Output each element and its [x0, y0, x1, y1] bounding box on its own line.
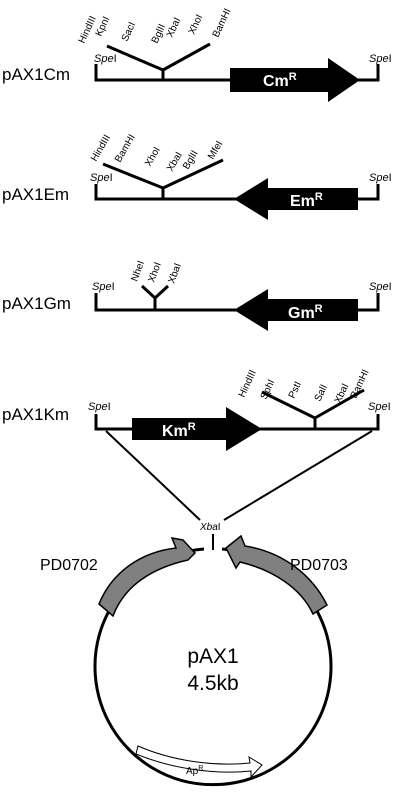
spei-site-right: SpeI — [369, 281, 392, 293]
amp-resistance-label: ApR — [186, 765, 203, 777]
construct-name: pAX1Em — [2, 185, 69, 204]
cm-gene-label: CmR — [263, 71, 297, 90]
pd0703-label: PD0703 — [290, 557, 348, 574]
mcs-site-label: BamHI — [349, 368, 372, 400]
mcs-site-labels: HindIII KpnI SacI BglII XbaI XhoI BamHI — [77, 7, 234, 45]
plasmid-size: 4.5kb — [187, 672, 238, 695]
gm-resistance-arrow — [234, 289, 358, 331]
mcs-site-label: XbaI — [166, 262, 183, 285]
mcs-site-label: PstI — [287, 380, 304, 400]
mcs-branch — [106, 42, 211, 80]
plasmid-map: pAX1 4.5kb PD0702 PD0703 ApR — [40, 534, 348, 787]
cm-resistance-arrow — [230, 58, 360, 102]
spei-site-left: SpeI — [88, 401, 111, 413]
mcs-site-label: SacI — [120, 20, 138, 43]
spei-site-left: SpeI — [94, 53, 117, 65]
mcs-branch — [140, 284, 170, 310]
plasmid-name: pAX1 — [187, 645, 238, 668]
spei-site-left: SpeI — [92, 281, 115, 293]
pd0702-label: PD0702 — [40, 557, 98, 574]
mcs-branch — [102, 158, 224, 199]
mcs-site-label: XhoI — [187, 13, 206, 36]
gm-gene-label: GmR — [288, 303, 323, 322]
em-resistance-arrow — [234, 178, 358, 220]
mcs-site-label: XbaI — [165, 16, 184, 39]
spei-site-right: SpeI — [368, 401, 391, 413]
km-gene-label: KmR — [162, 421, 196, 440]
construct-gm: pAX1Gm SpeI SpeI GmR NheI XhoI XbaI — [2, 259, 392, 331]
mcs-site-label: XbaI — [165, 150, 185, 173]
mcs-site-labels: HindIII SphI PstI SalI XbaI BamHI — [237, 368, 372, 405]
mcs-site-labels: NheI XhoI XbaI — [129, 259, 183, 285]
xbai-insertion-label: XbaI — [199, 522, 221, 533]
mcs-site-label: HindIII — [237, 368, 259, 399]
mcs-site-label: XhoI — [146, 261, 163, 284]
construct-km: pAX1Km SpeI SpeI KmR HindIII SphI PstI S… — [2, 368, 391, 451]
mcs-site-label: HindIII — [89, 133, 113, 164]
mcs-site-label: BamHI — [211, 7, 234, 39]
spei-site-right: SpeI — [369, 172, 392, 184]
mcs-branch — [261, 388, 365, 429]
mcs-site-label: MfeI — [206, 139, 225, 161]
pd0702-primer-arrow — [98, 537, 197, 618]
em-gene-label: EmR — [290, 191, 323, 210]
construct-name: pAX1Cm — [2, 65, 70, 84]
ampicillin-resistance-arrow — [135, 745, 263, 779]
spei-site-right: SpeI — [369, 53, 392, 65]
mcs-site-label: BamHI — [113, 133, 138, 165]
construct-name: pAX1Km — [2, 405, 69, 424]
insertion-lines — [105, 430, 373, 521]
pd0703-primer-arrow — [225, 534, 328, 616]
mcs-site-label: XhoI — [143, 145, 163, 168]
construct-name: pAX1Gm — [2, 294, 71, 313]
construct-cm: pAX1Cm SpeI SpeI CmR HindIII KpnI SacI B… — [2, 7, 392, 102]
mcs-site-label: NheI — [129, 259, 147, 283]
mcs-site-label: SalI — [313, 383, 330, 403]
mcs-site-label: BglII — [181, 149, 201, 172]
construct-em: pAX1Em SpeI SpeI EmR HindIII BamHI XhoI … — [2, 133, 392, 220]
km-resistance-arrow — [132, 407, 262, 451]
spei-site-left: SpeI — [90, 172, 113, 184]
